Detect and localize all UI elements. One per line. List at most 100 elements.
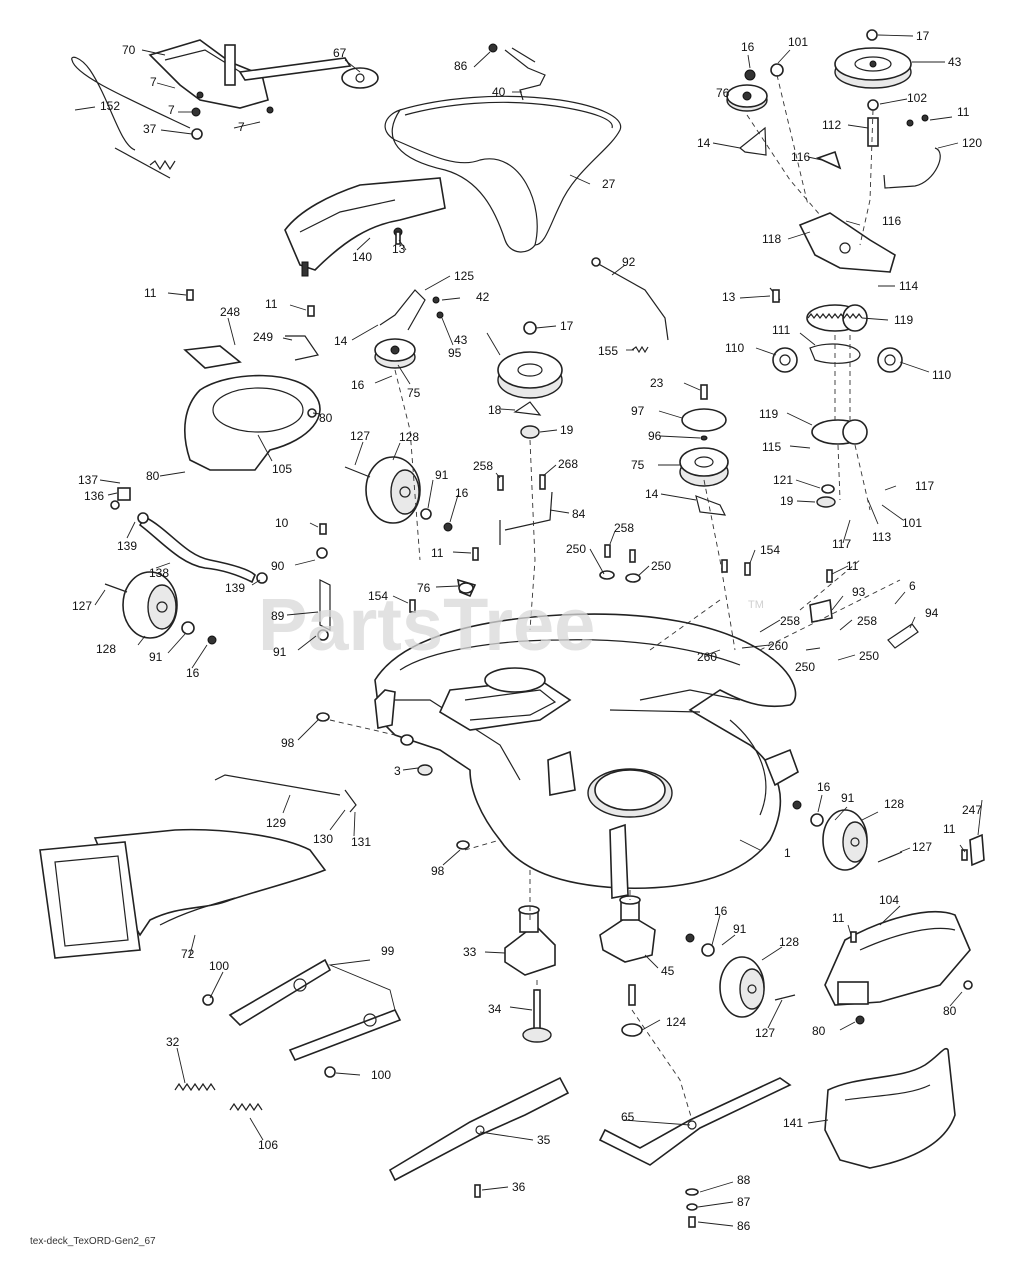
callout-98: 98 [431, 864, 445, 878]
callout-112: 112 [822, 118, 841, 132]
callout-19: 19 [560, 423, 574, 437]
rod-129 [214, 774, 357, 813]
watermark-text: PartsTree [258, 583, 595, 666]
callout-33: 33 [463, 945, 477, 959]
callout-labels: 70 67 7 7 7 152 37 86 40 27 140 16 101 1… [72, 29, 982, 1233]
spring-155 [631, 345, 649, 354]
callout-7: 7 [168, 103, 175, 117]
pulley-43-mid [497, 321, 563, 439]
callout-36: 36 [512, 1180, 526, 1194]
callout-13: 13 [722, 290, 736, 304]
idler-pulley-75-mid [679, 447, 729, 487]
spring-106 [229, 1102, 263, 1112]
callout-106: 106 [258, 1138, 278, 1152]
callout-88: 88 [737, 1173, 751, 1187]
callout-72: 72 [181, 947, 195, 961]
callout-250: 250 [795, 660, 815, 674]
spacer-98-left [316, 712, 330, 722]
bracket-14-top [739, 126, 767, 156]
callout-16: 16 [741, 40, 755, 54]
callout-94: 94 [925, 606, 939, 620]
callout-111: 111 [772, 323, 791, 337]
idler-pulley-76-top [726, 69, 768, 112]
callout-110: 110 [725, 341, 744, 355]
bracket-249 [285, 335, 319, 361]
belt-guard-105 [184, 374, 321, 471]
bracket-89 [316, 523, 331, 641]
callout-42: 42 [476, 290, 490, 304]
callout-102: 102 [907, 91, 927, 105]
callout-127: 127 [350, 429, 370, 443]
washer-101-top [770, 63, 784, 77]
drive-belt-27 [384, 95, 622, 253]
callout-86: 86 [454, 59, 468, 73]
callout-118: 118 [762, 232, 781, 246]
callout-91: 91 [149, 650, 163, 664]
callout-115: 115 [762, 440, 781, 454]
callout-16: 16 [817, 780, 831, 794]
lift-lever-bracket [148, 39, 269, 109]
callout-75: 75 [407, 386, 421, 400]
callout-268: 268 [558, 457, 578, 471]
bolt-11-left [186, 289, 315, 317]
callout-6: 6 [909, 579, 916, 593]
callout-154: 154 [368, 589, 388, 603]
blade-65 [598, 1077, 792, 1228]
callout-11: 11 [957, 105, 970, 119]
callout-19: 19 [780, 494, 794, 508]
callout-80: 80 [319, 411, 333, 425]
gear-119-upper [806, 304, 868, 332]
spacer-98-right [456, 840, 470, 850]
callout-258: 258 [780, 614, 800, 628]
callout-127: 127 [72, 599, 92, 613]
discharge-chute-72 [39, 828, 327, 959]
callout-11: 11 [943, 822, 956, 836]
callout-130: 130 [313, 832, 333, 846]
callout-116: 116 [882, 214, 901, 228]
callout-121: 121 [773, 473, 793, 487]
washers-121-19 [816, 484, 836, 508]
callout-18: 18 [488, 403, 502, 417]
callout-32: 32 [166, 1035, 180, 1049]
callout-37: 37 [143, 122, 157, 136]
callout-119: 119 [759, 407, 778, 421]
callout-86: 86 [737, 1219, 751, 1233]
gauge-wheel-128-c [792, 800, 903, 871]
callout-127: 127 [912, 840, 932, 854]
callout-16: 16 [455, 486, 469, 500]
bracket-14-mid [695, 495, 727, 516]
callout-99: 99 [381, 944, 395, 958]
callout-128: 128 [96, 642, 116, 656]
callout-248: 248 [220, 305, 240, 319]
callout-249: 249 [253, 330, 273, 344]
callout-7: 7 [238, 120, 245, 134]
shield-104 [824, 833, 985, 1025]
callout-96: 96 [648, 429, 662, 443]
callout-17: 17 [916, 29, 930, 43]
callout-84: 84 [572, 507, 586, 521]
callout-120: 120 [962, 136, 982, 150]
callout-89: 89 [271, 609, 285, 623]
callout-260: 260 [768, 639, 788, 653]
callout-76: 76 [417, 581, 431, 595]
idler-pulley-75-left [374, 338, 416, 369]
rod-92 [591, 257, 669, 341]
callout-87: 87 [737, 1195, 751, 1209]
callout-11: 11 [144, 286, 157, 300]
callout-43: 43 [948, 55, 962, 69]
callout-105: 105 [272, 462, 292, 476]
callout-91: 91 [841, 791, 855, 805]
callout-65: 65 [621, 1110, 635, 1124]
pulley-43-top [834, 29, 912, 111]
callout-80: 80 [943, 1004, 957, 1018]
callout-91: 91 [435, 468, 449, 482]
gear-110-left [772, 347, 798, 373]
callout-104: 104 [879, 893, 899, 907]
spindle-45 [599, 895, 656, 963]
callout-152: 152 [100, 99, 120, 113]
spindle-33 [504, 905, 556, 976]
callout-23: 23 [650, 376, 664, 390]
callout-3: 3 [394, 764, 401, 778]
callout-128: 128 [884, 797, 904, 811]
